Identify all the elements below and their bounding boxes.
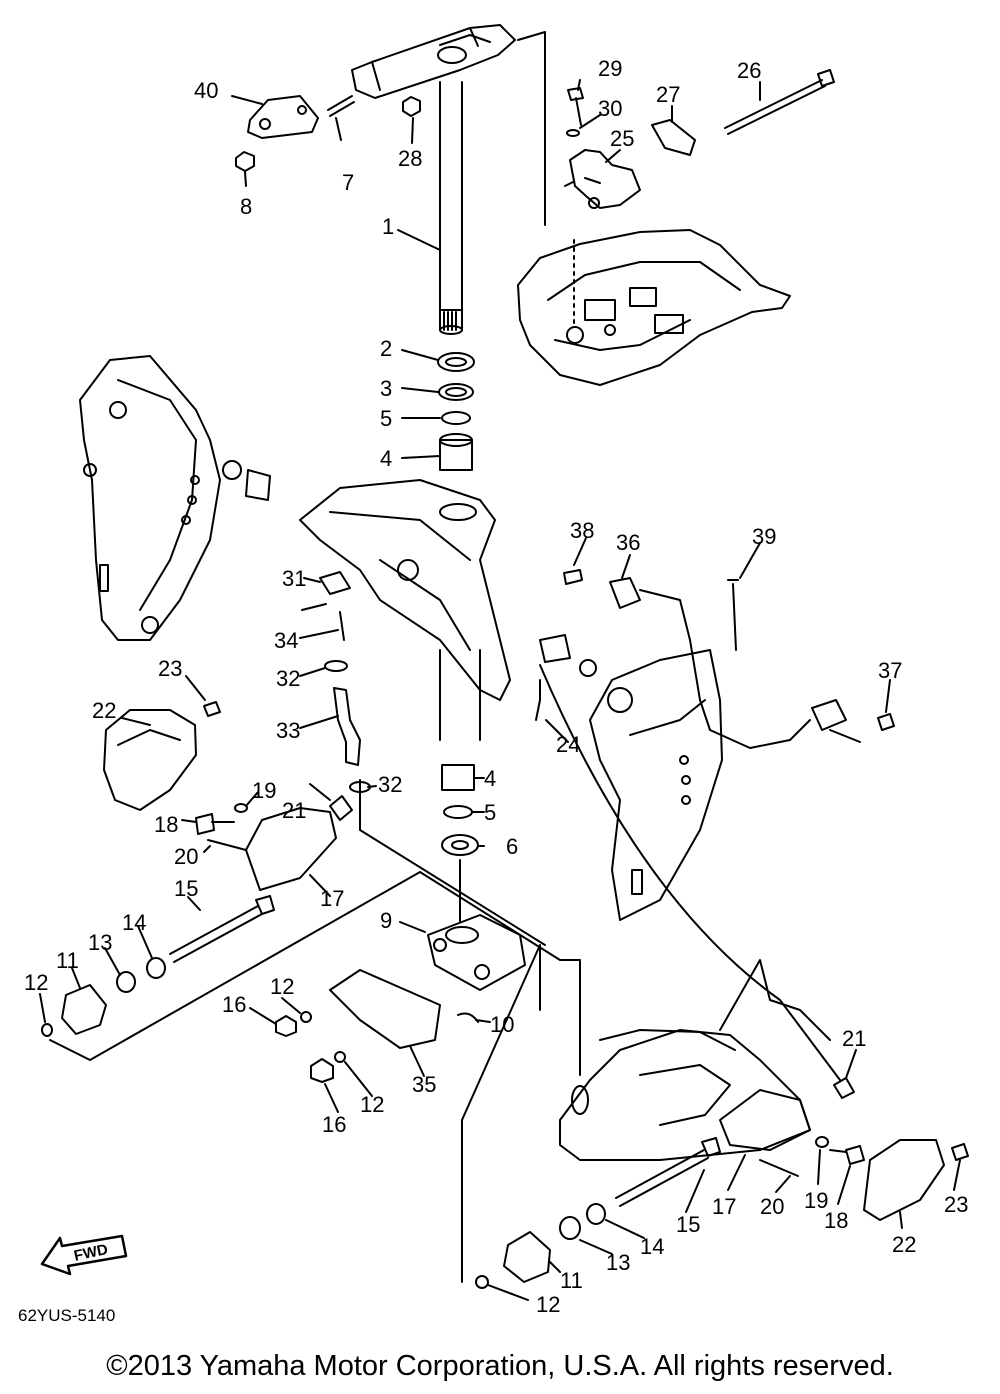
label-13b: 13 — [606, 1250, 630, 1275]
label-31: 31 — [282, 566, 306, 591]
label-24: 24 — [556, 732, 580, 757]
label-26: 26 — [737, 58, 761, 83]
lower-mount-9 — [427, 914, 526, 991]
label-6: 6 — [506, 834, 518, 859]
label-20: 20 — [174, 844, 198, 869]
label-12b: 12 — [270, 974, 294, 999]
label-22b: 22 — [892, 1232, 916, 1257]
label-35: 35 — [412, 1072, 436, 1097]
label-22: 22 — [92, 698, 116, 723]
label-17b: 17 — [712, 1194, 736, 1219]
label-12d: 12 — [536, 1292, 560, 1317]
bushing-right — [539, 634, 571, 663]
mount-cover-22-left — [103, 709, 197, 811]
copyright-notice: ©2013 Yamaha Motor Corporation, U.S.A. A… — [106, 1350, 894, 1382]
label-20b: 20 — [760, 1194, 784, 1219]
sensor-36 — [609, 577, 641, 609]
mount-17-left — [245, 807, 337, 891]
trim-sensor-25 — [564, 149, 641, 209]
swivel-bracket — [299, 479, 511, 741]
label-7: 7 — [342, 170, 354, 195]
label-5b: 5 — [484, 800, 496, 825]
label-11b: 11 — [560, 1268, 583, 1293]
clamp-bracket-right — [589, 649, 723, 921]
bolt-7 — [327, 95, 355, 117]
label-40: 40 — [194, 78, 218, 103]
seal-6 — [441, 834, 479, 856]
label-36: 36 — [616, 530, 640, 555]
grease-nipple-34 — [301, 603, 327, 611]
label-29: 29 — [598, 56, 622, 81]
label-9: 9 — [380, 908, 392, 933]
label-12c: 12 — [360, 1092, 384, 1117]
fwd-label: FWD — [72, 1241, 109, 1265]
label-15b: 15 — [676, 1212, 700, 1237]
label-8: 8 — [240, 194, 252, 219]
steering-arm — [351, 24, 516, 99]
label-23b: 23 — [944, 1192, 968, 1217]
label-19b: 19 — [804, 1188, 828, 1213]
label-3: 3 — [380, 376, 392, 401]
label-14: 14 — [122, 910, 146, 935]
part-labels: 40 7 28 8 29 26 30 27 25 1 2 3 5 4 38 36… — [24, 56, 968, 1317]
label-16: 16 — [222, 992, 246, 1017]
washer-2 — [437, 352, 475, 372]
bracket-40 — [247, 95, 319, 139]
bushing-4 — [439, 439, 473, 471]
washer-3 — [438, 383, 474, 401]
label-13: 13 — [88, 930, 112, 955]
label-32: 32 — [276, 666, 300, 691]
label-16b: 16 — [322, 1112, 346, 1137]
label-37: 37 — [878, 658, 902, 683]
collar-left — [222, 460, 242, 480]
label-25: 25 — [610, 126, 634, 151]
bolt-29 — [567, 87, 584, 126]
label-38: 38 — [570, 518, 594, 543]
label-17: 17 — [320, 886, 344, 911]
label-39: 39 — [752, 524, 776, 549]
label-30: 30 — [598, 96, 622, 121]
screw-26 — [724, 69, 835, 135]
nut-8 — [235, 151, 255, 172]
bottom-cowling — [517, 229, 791, 386]
label-32b: 32 — [378, 772, 402, 797]
label-4: 4 — [380, 446, 392, 471]
lower-case — [559, 959, 831, 1161]
fwd-arrow-icon: FWD — [40, 1234, 128, 1276]
label-1: 1 — [382, 214, 394, 239]
plate-27 — [651, 119, 696, 156]
label-5: 5 — [380, 406, 392, 431]
label-23: 23 — [158, 656, 182, 681]
label-15: 15 — [174, 876, 198, 901]
label-18: 18 — [154, 812, 178, 837]
clip-31 — [319, 571, 351, 595]
label-12: 12 — [24, 970, 48, 995]
clamp-bracket-left — [79, 355, 221, 641]
label-21b: 21 — [842, 1026, 866, 1051]
label-11: 11 — [56, 948, 79, 973]
label-14b: 14 — [640, 1234, 664, 1259]
plate-35 — [329, 969, 441, 1049]
label-10: 10 — [490, 1012, 514, 1037]
bushing-left — [245, 469, 271, 501]
oring-5 — [441, 411, 471, 425]
diagram-code: 62YUS-5140 — [18, 1306, 116, 1325]
label-18b: 18 — [824, 1208, 848, 1233]
label-34: 34 — [274, 628, 298, 653]
label-21: 21 — [282, 798, 306, 823]
nut-28 — [402, 96, 421, 117]
label-4b: 4 — [484, 766, 496, 791]
label-19: 19 — [252, 778, 276, 803]
hose-33 — [333, 687, 361, 766]
steering-shaft — [439, 81, 463, 335]
label-28: 28 — [398, 146, 422, 171]
washer-30 — [566, 129, 580, 137]
label-2: 2 — [380, 336, 392, 361]
label-33: 33 — [276, 718, 300, 743]
label-27: 27 — [656, 82, 680, 107]
